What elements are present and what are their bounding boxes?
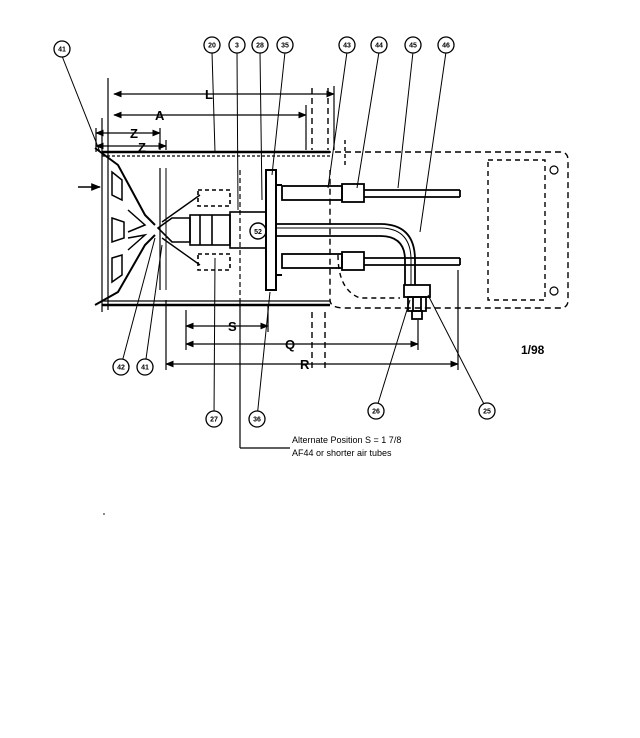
callout-27: 27 xyxy=(205,410,223,428)
callout-43: 43 xyxy=(338,36,356,54)
electrode-symbol: 52 xyxy=(249,222,267,240)
callout-3: 3 xyxy=(228,36,246,54)
dim-L-label: L xyxy=(205,87,213,102)
callout-35: 35 xyxy=(276,36,294,54)
electrode-symbol-text: 52 xyxy=(254,229,262,236)
dim-Z-outer-label: Z xyxy=(130,126,138,141)
housing-outline xyxy=(311,88,569,372)
reference-number: 1/98 xyxy=(521,343,545,357)
dimension-lines xyxy=(95,78,459,449)
callout-46: 46 xyxy=(437,36,455,54)
callout-26: 26 xyxy=(367,402,385,420)
callout-25: 25 xyxy=(478,402,496,420)
callout-41-bottom: 41 xyxy=(136,358,154,376)
callout-41-bottom-text: 41 xyxy=(141,365,149,372)
callout-20: 20 xyxy=(203,36,221,54)
callout-3-text: 3 xyxy=(235,43,239,50)
note-line-1: Alternate Position S = 1 7/8 xyxy=(292,435,402,445)
callout-44: 44 xyxy=(370,36,388,54)
note-line-2: AF44 or shorter air tubes xyxy=(292,448,392,458)
air-tube xyxy=(101,118,330,312)
electrode-leads xyxy=(281,183,461,271)
dim-A-label: A xyxy=(155,108,165,123)
dim-Z-inner-label: Z xyxy=(138,140,146,155)
callout-42-text: 42 xyxy=(117,365,125,372)
callout-43-text: 43 xyxy=(343,43,351,50)
callout-35-text: 35 xyxy=(281,43,289,50)
callout-45-text: 45 xyxy=(409,43,417,50)
callout-36-text: 36 xyxy=(253,417,261,424)
dimension-labels: L A Z Z S Q R xyxy=(130,87,310,372)
callout-42: 42 xyxy=(112,358,130,376)
callout-20-text: 20 xyxy=(208,43,216,50)
callout-41-top: 41 xyxy=(53,40,71,58)
leader-lines xyxy=(61,51,488,419)
callout-44-text: 44 xyxy=(375,43,383,50)
callout-36: 36 xyxy=(248,410,266,428)
callout-46-text: 46 xyxy=(442,43,450,50)
dim-S-label: S xyxy=(228,319,237,334)
dim-Q-label: Q xyxy=(285,337,295,352)
callout-41-top-text: 41 xyxy=(58,47,66,54)
dim-R-label: R xyxy=(300,357,310,372)
callout-27-text: 27 xyxy=(210,417,218,424)
callout-45: 45 xyxy=(404,36,422,54)
callout-28-text: 28 xyxy=(256,43,264,50)
stray-dot xyxy=(103,513,105,515)
callout-28: 28 xyxy=(251,36,269,54)
housing-holes xyxy=(549,165,559,296)
retention-head xyxy=(94,147,167,306)
oil-fitting xyxy=(403,284,431,320)
oil-line xyxy=(276,223,416,285)
callout-25-text: 25 xyxy=(483,409,491,416)
callout-26-text: 26 xyxy=(372,409,380,416)
nozzle-assembly xyxy=(156,170,267,300)
mounting-plate xyxy=(265,169,282,291)
